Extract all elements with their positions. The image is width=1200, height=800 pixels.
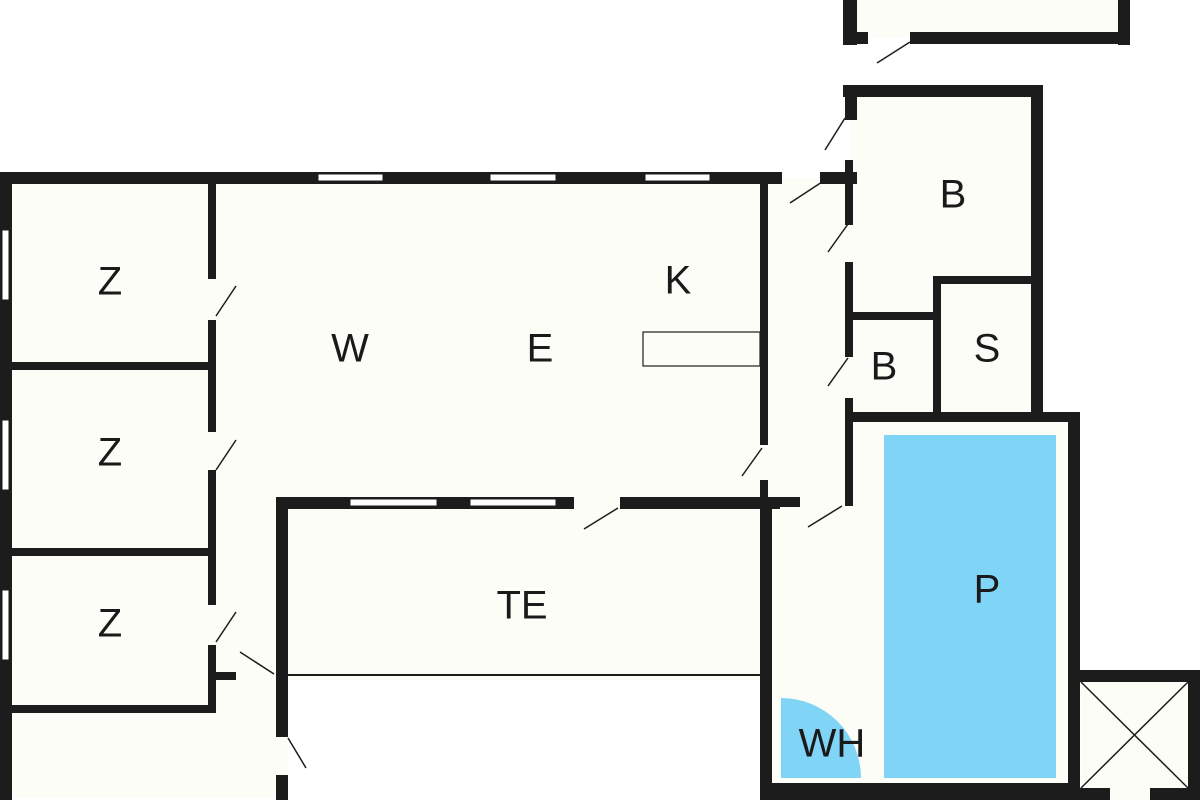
room-label-te: TE <box>496 584 547 628</box>
room-label-z: Z <box>98 431 122 475</box>
whirlpool <box>781 698 861 778</box>
room-label-k: K <box>665 259 692 303</box>
kitchen-counter <box>642 331 761 367</box>
room-label-w: W <box>331 327 369 371</box>
room-label-b: B <box>871 345 898 389</box>
windows <box>1 173 711 661</box>
room-label-z: Z <box>98 260 122 304</box>
room-label-z: Z <box>98 602 122 646</box>
room-label-b: B <box>940 173 967 217</box>
pool <box>884 435 1056 778</box>
door-swings <box>215 41 1189 789</box>
room-label-e: E <box>527 327 554 371</box>
room-label-s: S <box>974 327 1001 371</box>
room-label-wh: WH <box>799 722 866 766</box>
room-label-p: P <box>974 568 1001 612</box>
